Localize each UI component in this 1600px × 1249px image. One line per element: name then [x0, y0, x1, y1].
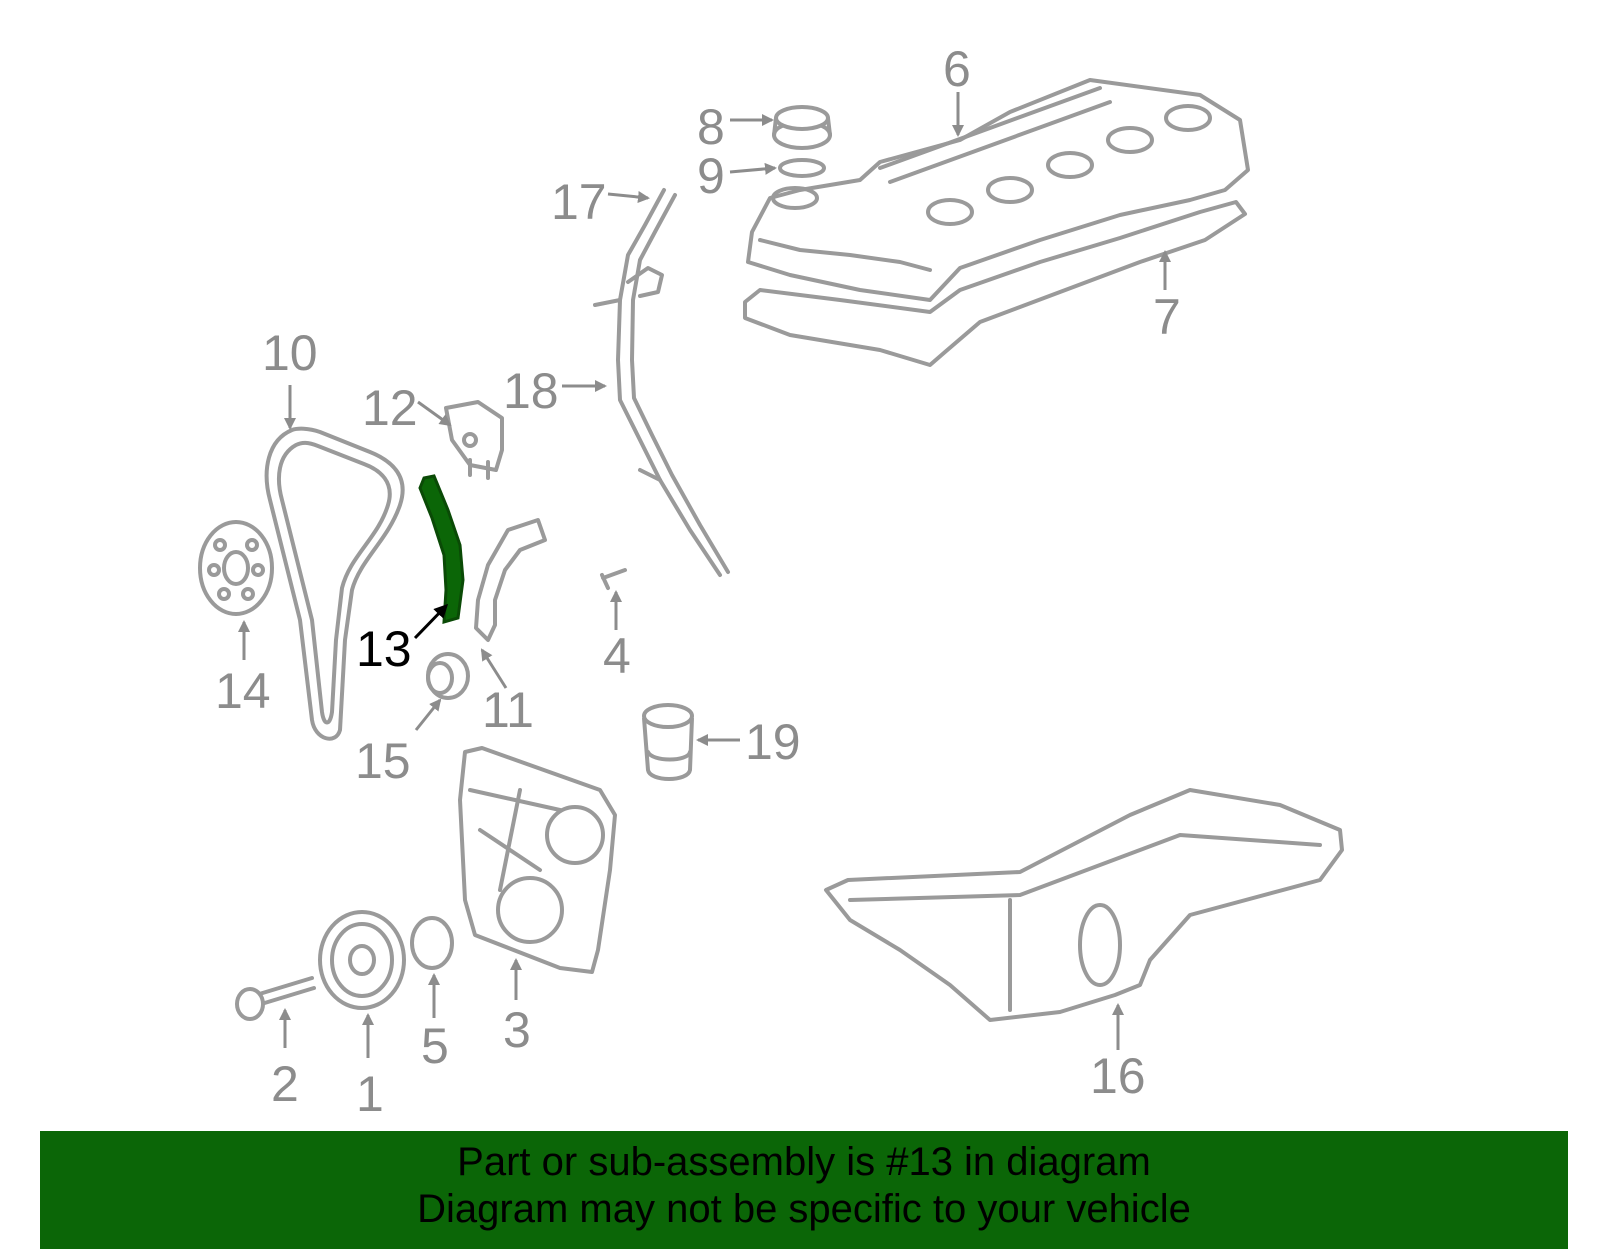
- callout-6: 6: [943, 41, 971, 97]
- callout-12: 12: [362, 380, 418, 436]
- banner-line-2: Diagram may not be specific to your vehi…: [417, 1187, 1191, 1231]
- callout-7: 7: [1153, 289, 1181, 345]
- callout-17: 17: [551, 174, 607, 230]
- callout-labels: 1 2 3 4 5 6 7 8 9 10 11 12 13 14 15 16 1…: [215, 41, 1181, 1122]
- crank-sprocket: [198, 520, 274, 616]
- callout-18: 18: [503, 363, 559, 419]
- oil-pan: [824, 788, 1344, 1022]
- pulley-bolt: [235, 976, 316, 1021]
- callout-5: 5: [421, 1018, 449, 1074]
- callout-19: 19: [745, 714, 801, 770]
- bolt: [600, 568, 627, 590]
- oil-filler-cap: [772, 105, 832, 150]
- callout-2: 2: [271, 1056, 299, 1112]
- callout-11: 11: [482, 682, 534, 738]
- timing-chain-inner: [276, 440, 392, 725]
- banner-line-1: Part or sub-assembly is #13 in diagram: [457, 1140, 1151, 1184]
- callout-1: 1: [356, 1066, 384, 1122]
- callout-9: 9: [697, 148, 725, 204]
- timing-chain: [264, 426, 405, 741]
- o-ring: [778, 158, 826, 178]
- front-cover: [458, 746, 617, 974]
- crank-seal: [410, 916, 454, 970]
- callout-14: 14: [215, 663, 271, 719]
- callout-10: 10: [262, 325, 318, 381]
- info-banner: Part or sub-assembly is #13 in diagram D…: [40, 1131, 1568, 1249]
- callout-16: 16: [1090, 1048, 1146, 1104]
- chain-guide: [474, 518, 547, 642]
- callout-15: 15: [355, 733, 411, 789]
- valve-cover: [746, 78, 1250, 302]
- leader-arrows: [238, 92, 1171, 1058]
- crank-pulley: [318, 910, 406, 1010]
- cam-sprocket: [426, 652, 470, 700]
- oil-filter: [642, 703, 694, 781]
- valve-cover-gasket: [743, 200, 1247, 367]
- callout-4: 4: [603, 628, 631, 684]
- timing-chain-guide-highlighted: [418, 474, 465, 625]
- dipstick-and-tube: [593, 188, 730, 577]
- chain-tensioner: [444, 400, 504, 480]
- callout-8: 8: [697, 99, 725, 155]
- callout-13-highlighted: 13: [356, 621, 412, 677]
- callout-3: 3: [503, 1002, 531, 1058]
